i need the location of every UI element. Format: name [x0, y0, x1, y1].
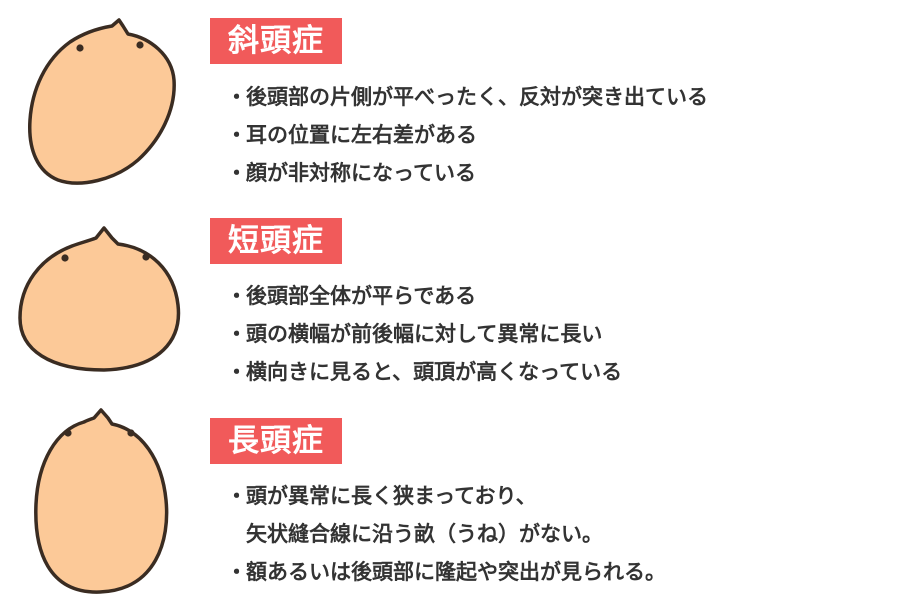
section-title-tag: 斜頭症	[210, 18, 342, 64]
bullet-text: 耳の位置に左右差がある	[246, 123, 477, 147]
bullet-list: ・頭が異常に長く狭まっており、矢状縫合線に沿う畝（うね）がない。 ・額あるいは後…	[226, 477, 666, 591]
bullet-text: 後頭部の片側が平べったく、反対が突き出ている	[246, 85, 708, 109]
bullet-mark: ・	[226, 322, 247, 346]
section-title-tag: 長頭症	[210, 418, 342, 464]
bullet-list: ・後頭部の片側が平べったく、反対が突き出ている ・耳の位置に左右差がある ・顔が…	[226, 78, 708, 192]
list-item: ・後頭部の片側が平べったく、反対が突き出ている	[226, 78, 708, 116]
list-item: ・頭の横幅が前後幅に対して異常に長い	[226, 315, 622, 353]
bullet-list: ・後頭部全体が平らである ・頭の横幅が前後幅に対して異常に長い ・横向きに見ると…	[226, 277, 622, 391]
section-plagiocephaly: 斜頭症 ・後頭部の片側が平べったく、反対が突き出ている ・耳の位置に左右差がある…	[0, 0, 900, 200]
bullet-text: 頭の横幅が前後幅に対して異常に長い	[246, 322, 603, 346]
list-item: ・横向きに見ると、頭頂が高くなっている	[226, 353, 622, 391]
bullet-mark: ・	[226, 123, 247, 147]
bullet-mark: ・	[226, 484, 247, 508]
bullet-text: 後頭部全体が平らである	[246, 284, 477, 308]
bullet-text: 頭が異常に長く狭まっており、	[246, 484, 537, 508]
bullet-text: 額あるいは後頭部に隆起や突出が見られる。	[246, 560, 666, 584]
list-item: ・耳の位置に左右差がある	[226, 116, 708, 154]
section-brachycephaly: 短頭症 ・後頭部全体が平らである ・頭の横幅が前後幅に対して異常に長い ・横向き…	[0, 200, 900, 400]
bullet-mark: ・	[226, 360, 247, 384]
bullet-mark: ・	[226, 284, 247, 308]
short-wide-head-icon	[18, 226, 181, 372]
bullet-text: 顔が非対称になっている	[246, 161, 476, 185]
bullet-mark: ・	[226, 161, 247, 185]
bullet-text-continuation: 矢状縫合線に沿う畝（うね）がない。	[246, 522, 603, 546]
list-item: ・額あるいは後頭部に隆起や突出が見られる。	[226, 553, 666, 591]
list-item: ・顔が非対称になっている	[226, 154, 708, 192]
bullet-mark: ・	[226, 85, 247, 109]
list-item: ・後頭部全体が平らである	[226, 277, 622, 315]
section-dolichocephaly: 長頭症 ・頭が異常に長く狭まっており、矢状縫合線に沿う畝（うね）がない。 ・額あ…	[0, 400, 900, 600]
bullet-text: 横向きに見ると、頭頂が高くなっている	[246, 360, 623, 384]
long-narrow-head-icon	[34, 408, 169, 594]
bullet-mark: ・	[226, 560, 247, 584]
list-item: ・頭が異常に長く狭まっており、矢状縫合線に沿う畝（うね）がない。	[226, 477, 666, 553]
oblique-head-icon	[28, 18, 176, 185]
section-title-tag: 短頭症	[210, 218, 342, 264]
